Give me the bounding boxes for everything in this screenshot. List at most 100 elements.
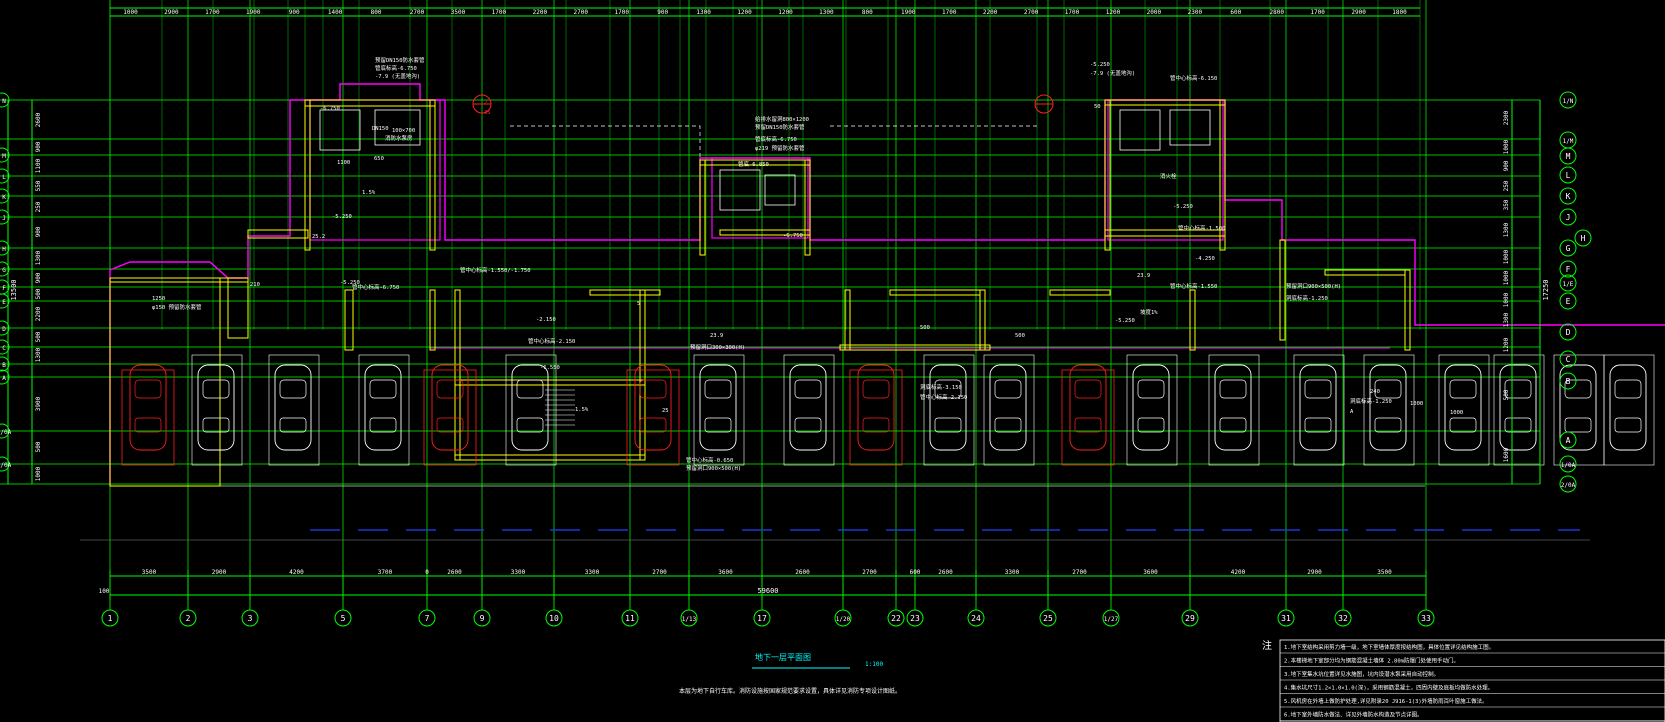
axis-label: A <box>1566 436 1571 445</box>
top-dim-label: 1700 <box>205 9 220 16</box>
room-fixture <box>764 174 796 206</box>
note-row: 6.地下室外墙防水做法、详见外墙防水构造及节点详图。 <box>1284 711 1423 719</box>
annotation-label: -7.9 (无盖地沟) <box>1090 69 1135 77</box>
right-dim-label: 500 <box>1503 389 1510 400</box>
axis-label: D <box>2 326 6 333</box>
car-windshield <box>202 379 230 399</box>
axis-label: C <box>1566 355 1571 364</box>
axis-label: H <box>2 246 6 253</box>
parking-stall <box>1363 354 1415 466</box>
top-dim-label: 1200 <box>737 9 752 16</box>
room-fixture <box>719 169 761 211</box>
axis-bubble <box>0 147 10 163</box>
notes-table: 1.地下室结构采用剪力墙一级，地下室墙体厚度按结构图，具体位置详见结构施工图。2… <box>1279 639 1665 722</box>
drawing-scale: 1:100 <box>865 661 883 668</box>
axis-bubble <box>1559 239 1577 257</box>
car-windshield <box>1449 379 1477 399</box>
car-windshield <box>516 379 544 399</box>
wall <box>589 289 661 296</box>
left-dim-label: 900 <box>35 141 42 152</box>
axis-label: 1/M <box>1563 138 1574 145</box>
annotation-label: 预留洞口900×500(H) <box>686 464 741 472</box>
right-dim-label: 1200 <box>1503 337 1510 352</box>
axis-bubble <box>1559 147 1577 165</box>
annotation-label: -6.750 <box>320 106 340 112</box>
wall <box>719 229 811 236</box>
annotation-label: 1.5% <box>575 407 589 413</box>
parking-stall <box>1493 354 1545 466</box>
bottom-dim-label: 2900 <box>212 569 227 576</box>
wall <box>247 229 309 239</box>
car-rear-window <box>1074 417 1102 433</box>
car <box>1369 364 1407 451</box>
car-windshield <box>994 379 1022 399</box>
axis-label: D <box>1566 328 1571 337</box>
car <box>364 364 402 451</box>
car-rear-window <box>1219 417 1247 433</box>
axis-bubble <box>0 168 10 184</box>
car-windshield <box>369 379 397 399</box>
wall <box>804 159 811 256</box>
axis-label: B <box>2 362 6 369</box>
wall <box>344 289 354 351</box>
parking-stall <box>1293 354 1345 466</box>
top-dim-label: 2300 <box>1188 9 1203 16</box>
left-dim-label: 1000 <box>35 466 42 481</box>
room-fixture <box>1119 109 1161 151</box>
car-windshield <box>279 379 307 399</box>
wall <box>979 289 986 351</box>
wall <box>227 277 249 339</box>
car-rear-window <box>1449 417 1477 433</box>
top-dim-label: 600 <box>1230 9 1241 16</box>
left-dim-label: 550 <box>35 180 42 191</box>
annotation-label: 500 <box>1015 333 1025 339</box>
wall <box>839 344 991 351</box>
car-rear-window <box>369 417 397 433</box>
car <box>989 364 1027 451</box>
car-rear-window <box>1504 417 1532 433</box>
car <box>929 364 967 451</box>
annotation-label: 35 <box>484 110 491 116</box>
title-note: 本层为地下自行车库。消防设施按国家规范要求设置，具体详见消防专项设计图纸。 <box>679 687 901 695</box>
axis-label: E <box>2 299 6 306</box>
car-rear-window <box>1304 417 1332 433</box>
top-dim-label: 2900 <box>1351 9 1366 16</box>
right-dim-label: 1000 <box>1503 270 1510 285</box>
right-dim-label: 1600 <box>1503 447 1510 462</box>
parking-stall <box>1126 354 1178 466</box>
axis-label: C <box>2 345 6 352</box>
annotation-label: 坡度1% <box>1140 308 1158 316</box>
room-fixture <box>1169 109 1211 146</box>
car <box>1444 364 1482 451</box>
top-dim-label: 1700 <box>1065 9 1080 16</box>
car-windshield <box>639 379 667 399</box>
right-dim-label: 250 <box>1503 180 1510 191</box>
axis-bubble <box>0 293 10 309</box>
parking-stall <box>923 354 975 466</box>
axis-bubble <box>0 188 10 204</box>
left-dim-label: 900 <box>35 272 42 283</box>
axis-label: 2/0A <box>0 462 12 469</box>
annotation-label: 洞底标高-3.150 <box>920 383 962 391</box>
top-dim-label: 1900 <box>246 9 261 16</box>
axis-bubble <box>1559 208 1577 226</box>
axis-label: F <box>1566 265 1571 274</box>
car-rear-window <box>794 417 822 433</box>
bottom-dim-label: 3300 <box>511 569 526 576</box>
car-windshield <box>1564 379 1592 399</box>
car <box>1299 364 1337 451</box>
top-dim-label: 2200 <box>533 9 548 16</box>
left-dim-label: 1100 <box>35 158 42 173</box>
annotation-label: 23.9 <box>1137 273 1150 279</box>
parking-stall <box>983 354 1035 466</box>
top-dim-label: 1800 <box>1392 9 1407 16</box>
car-windshield <box>1304 379 1332 399</box>
wall <box>1104 229 1226 237</box>
wall <box>454 454 646 461</box>
left-dim-label: 2200 <box>35 306 42 321</box>
annotation-label: -5.250 <box>1090 62 1110 68</box>
wall <box>304 99 311 251</box>
car-windshield <box>794 379 822 399</box>
